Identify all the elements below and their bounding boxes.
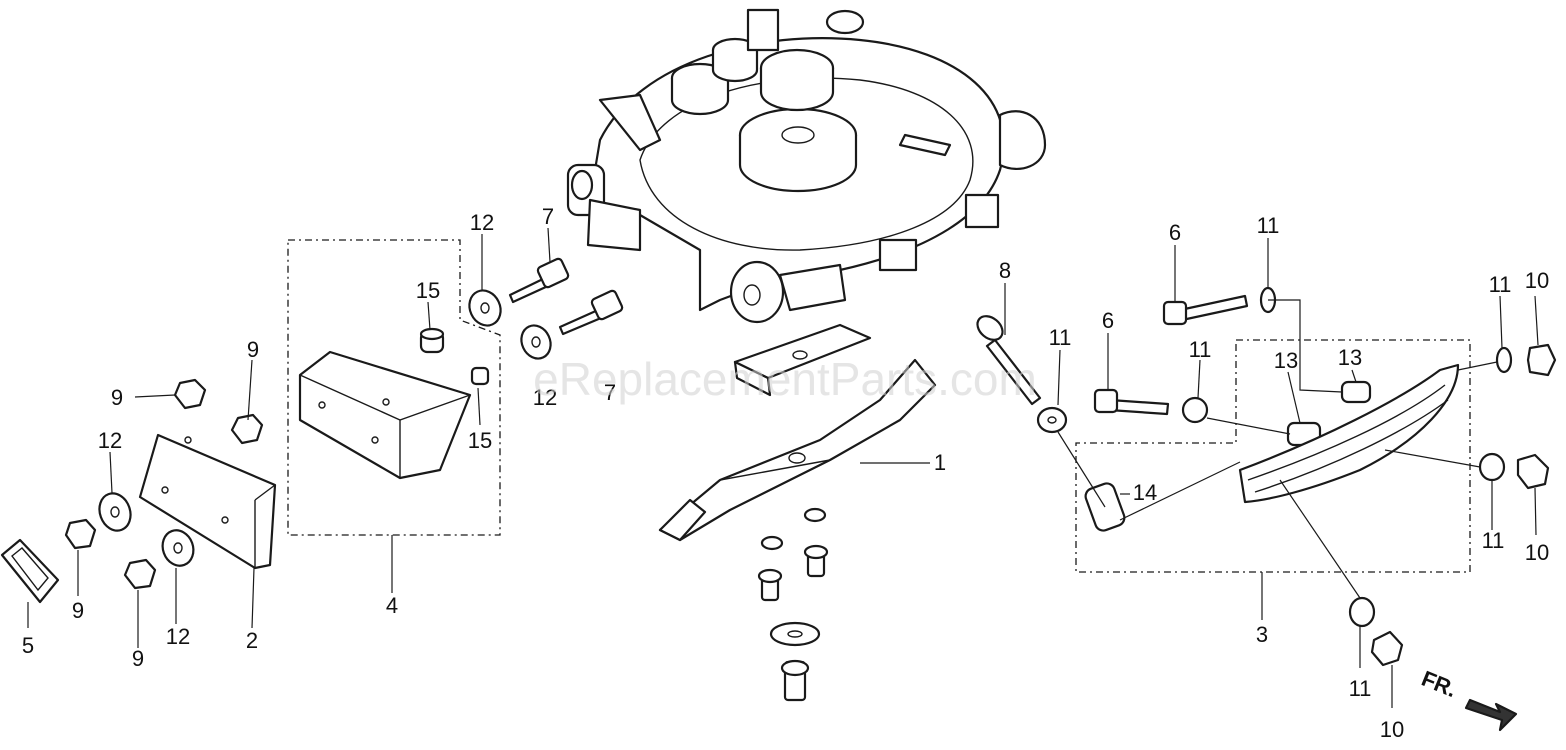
washer-11-r2 xyxy=(1478,452,1506,482)
callout-8: 8 xyxy=(999,258,1011,283)
bolt-7-top xyxy=(508,257,570,304)
callout-6: 6 xyxy=(1169,220,1181,245)
washer-11-r1 xyxy=(1495,346,1513,374)
bolt-6-top xyxy=(1162,294,1249,326)
washer-11-bot xyxy=(1348,596,1376,628)
callout-11: 11 xyxy=(1489,272,1512,297)
callout-10: 10 xyxy=(1525,540,1549,565)
callout-7: 7 xyxy=(542,204,554,229)
callout-10: 10 xyxy=(1380,717,1404,742)
callout-12: 12 xyxy=(166,624,190,649)
callout-12: 12 xyxy=(98,428,122,453)
callout-9: 9 xyxy=(72,598,84,623)
callout-15: 15 xyxy=(416,278,440,303)
nut-10-r1 xyxy=(1526,343,1557,377)
washer-12-top xyxy=(468,289,502,327)
callout-5: 5 xyxy=(22,633,34,658)
washer-12-low xyxy=(161,529,195,567)
callout-14: 14 xyxy=(1133,480,1157,505)
callout-1: 1 xyxy=(934,450,946,475)
callout-6: 6 xyxy=(1102,308,1114,333)
callout-11: 11 xyxy=(1257,213,1280,238)
washer-12-left xyxy=(98,492,132,532)
callout-labels: 12 7 15 12 7 15 9 9 12 9 9 12 5 2 4 1 8 … xyxy=(22,204,1549,742)
nut-9-c xyxy=(64,518,97,550)
callout-13: 13 xyxy=(1274,348,1298,373)
collar-15-top xyxy=(419,327,445,354)
callout-7: 7 xyxy=(604,380,616,405)
callout-13: 13 xyxy=(1338,345,1362,370)
nut-9-a xyxy=(173,378,207,410)
washer-11-a xyxy=(1036,406,1068,434)
cutter-housing xyxy=(566,8,1047,324)
seal-5 xyxy=(0,538,60,604)
collar-15-bottom xyxy=(470,366,490,386)
watermark: eReplacementParts.com xyxy=(533,353,1037,405)
front-direction-arrow: FR. xyxy=(1418,666,1518,732)
callout-2: 2 xyxy=(246,628,258,653)
nut-10-bot xyxy=(1370,630,1404,667)
callout-9: 9 xyxy=(247,337,259,362)
callout-4: 4 xyxy=(386,593,398,618)
callout-11: 11 xyxy=(1349,676,1372,701)
blade-hardware xyxy=(757,507,829,702)
nut-9-d xyxy=(123,558,157,590)
bushing-13-a xyxy=(1340,380,1372,404)
plate-2 xyxy=(138,433,277,570)
assembly-4-boundary xyxy=(287,239,501,536)
callout-12: 12 xyxy=(533,385,557,410)
washer-12-mid xyxy=(520,324,552,360)
blade-adapter-plate xyxy=(733,323,872,397)
nut-9-b xyxy=(230,413,264,445)
callout-11: 11 xyxy=(1189,337,1212,362)
callout-9: 9 xyxy=(111,385,123,410)
mower-blade xyxy=(658,358,937,542)
callout-11: 11 xyxy=(1482,528,1505,553)
callout-15: 15 xyxy=(468,428,492,453)
leader-lines xyxy=(27,227,1539,708)
assembly-3-boundary xyxy=(1075,339,1471,573)
front-direction-label: FR. xyxy=(1418,666,1460,702)
callout-11: 11 xyxy=(1049,325,1072,350)
callout-9: 9 xyxy=(132,646,144,671)
bolt-7-mid xyxy=(558,289,624,336)
washer-11-b xyxy=(1181,396,1209,424)
bolt-8 xyxy=(976,315,1042,406)
nut-10-r2 xyxy=(1516,453,1550,490)
callout-3: 3 xyxy=(1256,622,1268,647)
bolt-6-mid xyxy=(1093,388,1170,416)
deflector-plate-4 xyxy=(298,350,472,480)
callout-10: 10 xyxy=(1525,268,1549,293)
callout-12: 12 xyxy=(470,210,494,235)
